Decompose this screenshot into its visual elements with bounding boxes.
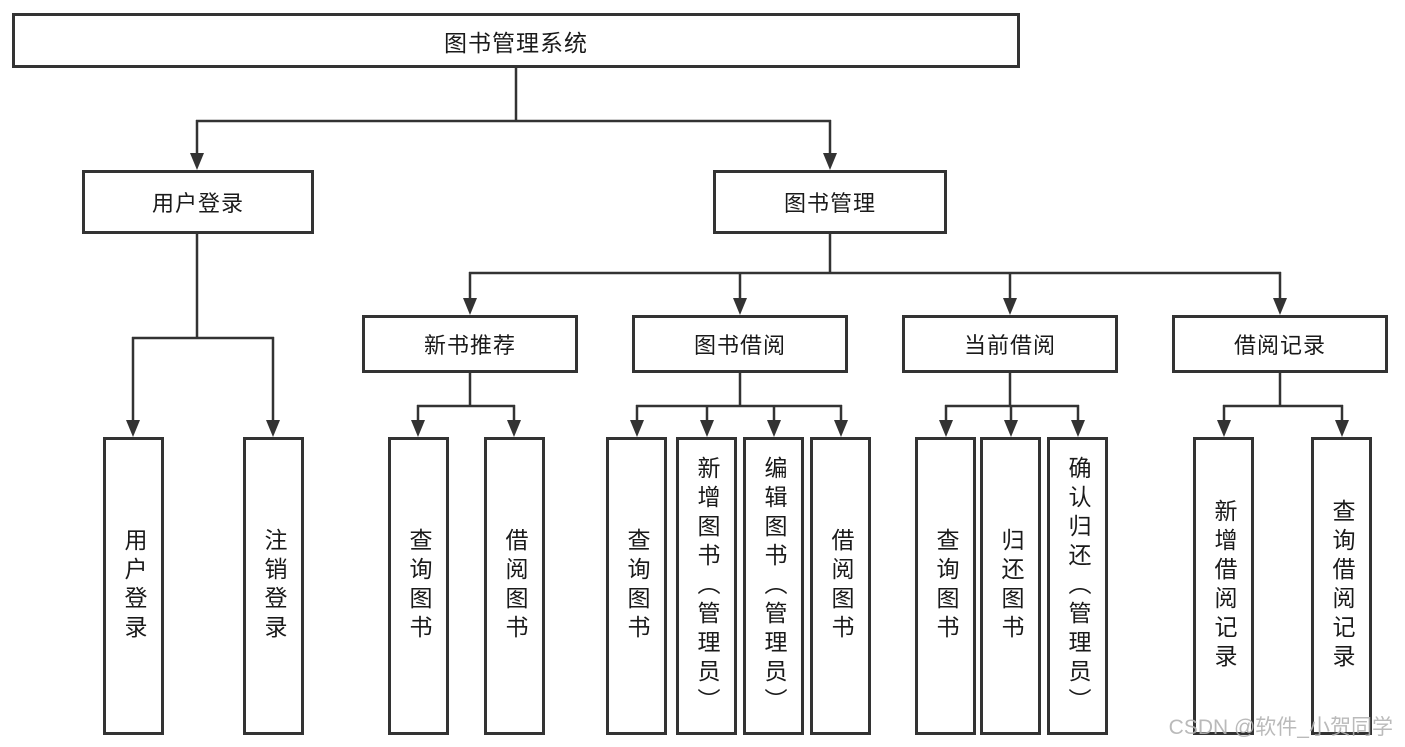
leaf-add-borrow-record: 新增借阅记录 [1193, 437, 1254, 735]
node-label: 图书管理 [783, 191, 876, 216]
node-label: 当前借阅 [963, 333, 1056, 358]
node-label: 图书管理系统 [444, 29, 588, 56]
leaf-label: 新增借阅记录 [1211, 499, 1237, 673]
leaf-query-borrow-record: 查询借阅记录 [1311, 437, 1372, 735]
leaf-label: 查询图书 [933, 528, 959, 644]
node-label: 图书借阅 [693, 333, 786, 358]
node-book-management: 图书管理 [713, 170, 947, 234]
node-new-book-recommendation: 新书推荐 [362, 315, 578, 373]
leaf-edit-book-admin: 编辑图书（管理员） [743, 437, 804, 735]
leaf-label: 查询借阅记录 [1329, 499, 1355, 673]
node-label: 借阅记录 [1233, 333, 1326, 358]
node-borrowing-records: 借阅记录 [1172, 315, 1388, 373]
leaf-add-book-admin: 新增图书（管理员） [676, 437, 737, 735]
leaf-return-books: 归还图书 [980, 437, 1041, 735]
leaf-label: 注销登录 [261, 528, 287, 644]
leaf-label: 借阅图书 [502, 528, 528, 644]
leaf-query-books-current: 查询图书 [915, 437, 976, 735]
leaf-label: 用户登录 [121, 528, 147, 644]
leaf-label: 查询图书 [624, 528, 650, 644]
leaf-logout: 注销登录 [243, 437, 304, 735]
node-current-borrowing: 当前借阅 [902, 315, 1118, 373]
leaf-borrow-books-recommend: 借阅图书 [484, 437, 545, 735]
leaf-label: 编辑图书（管理员） [761, 455, 787, 717]
leaf-user-login: 用户登录 [103, 437, 164, 735]
leaf-label: 确认归还（管理员） [1065, 455, 1091, 717]
node-library-management-system: 图书管理系统 [12, 13, 1020, 68]
leaf-label: 借阅图书 [828, 528, 854, 644]
leaf-label: 新增图书（管理员） [694, 455, 720, 717]
leaf-label: 归还图书 [998, 528, 1024, 644]
node-label: 用户登录 [151, 191, 244, 216]
node-user-login: 用户登录 [82, 170, 314, 234]
leaf-borrow-books: 借阅图书 [810, 437, 871, 735]
node-book-borrowing: 图书借阅 [632, 315, 848, 373]
leaf-confirm-return-admin: 确认归还（管理员） [1047, 437, 1108, 735]
node-label: 新书推荐 [423, 333, 516, 358]
leaf-label: 查询图书 [406, 528, 432, 644]
leaf-query-books-recommend: 查询图书 [388, 437, 449, 735]
leaf-query-books-borrowing: 查询图书 [606, 437, 667, 735]
